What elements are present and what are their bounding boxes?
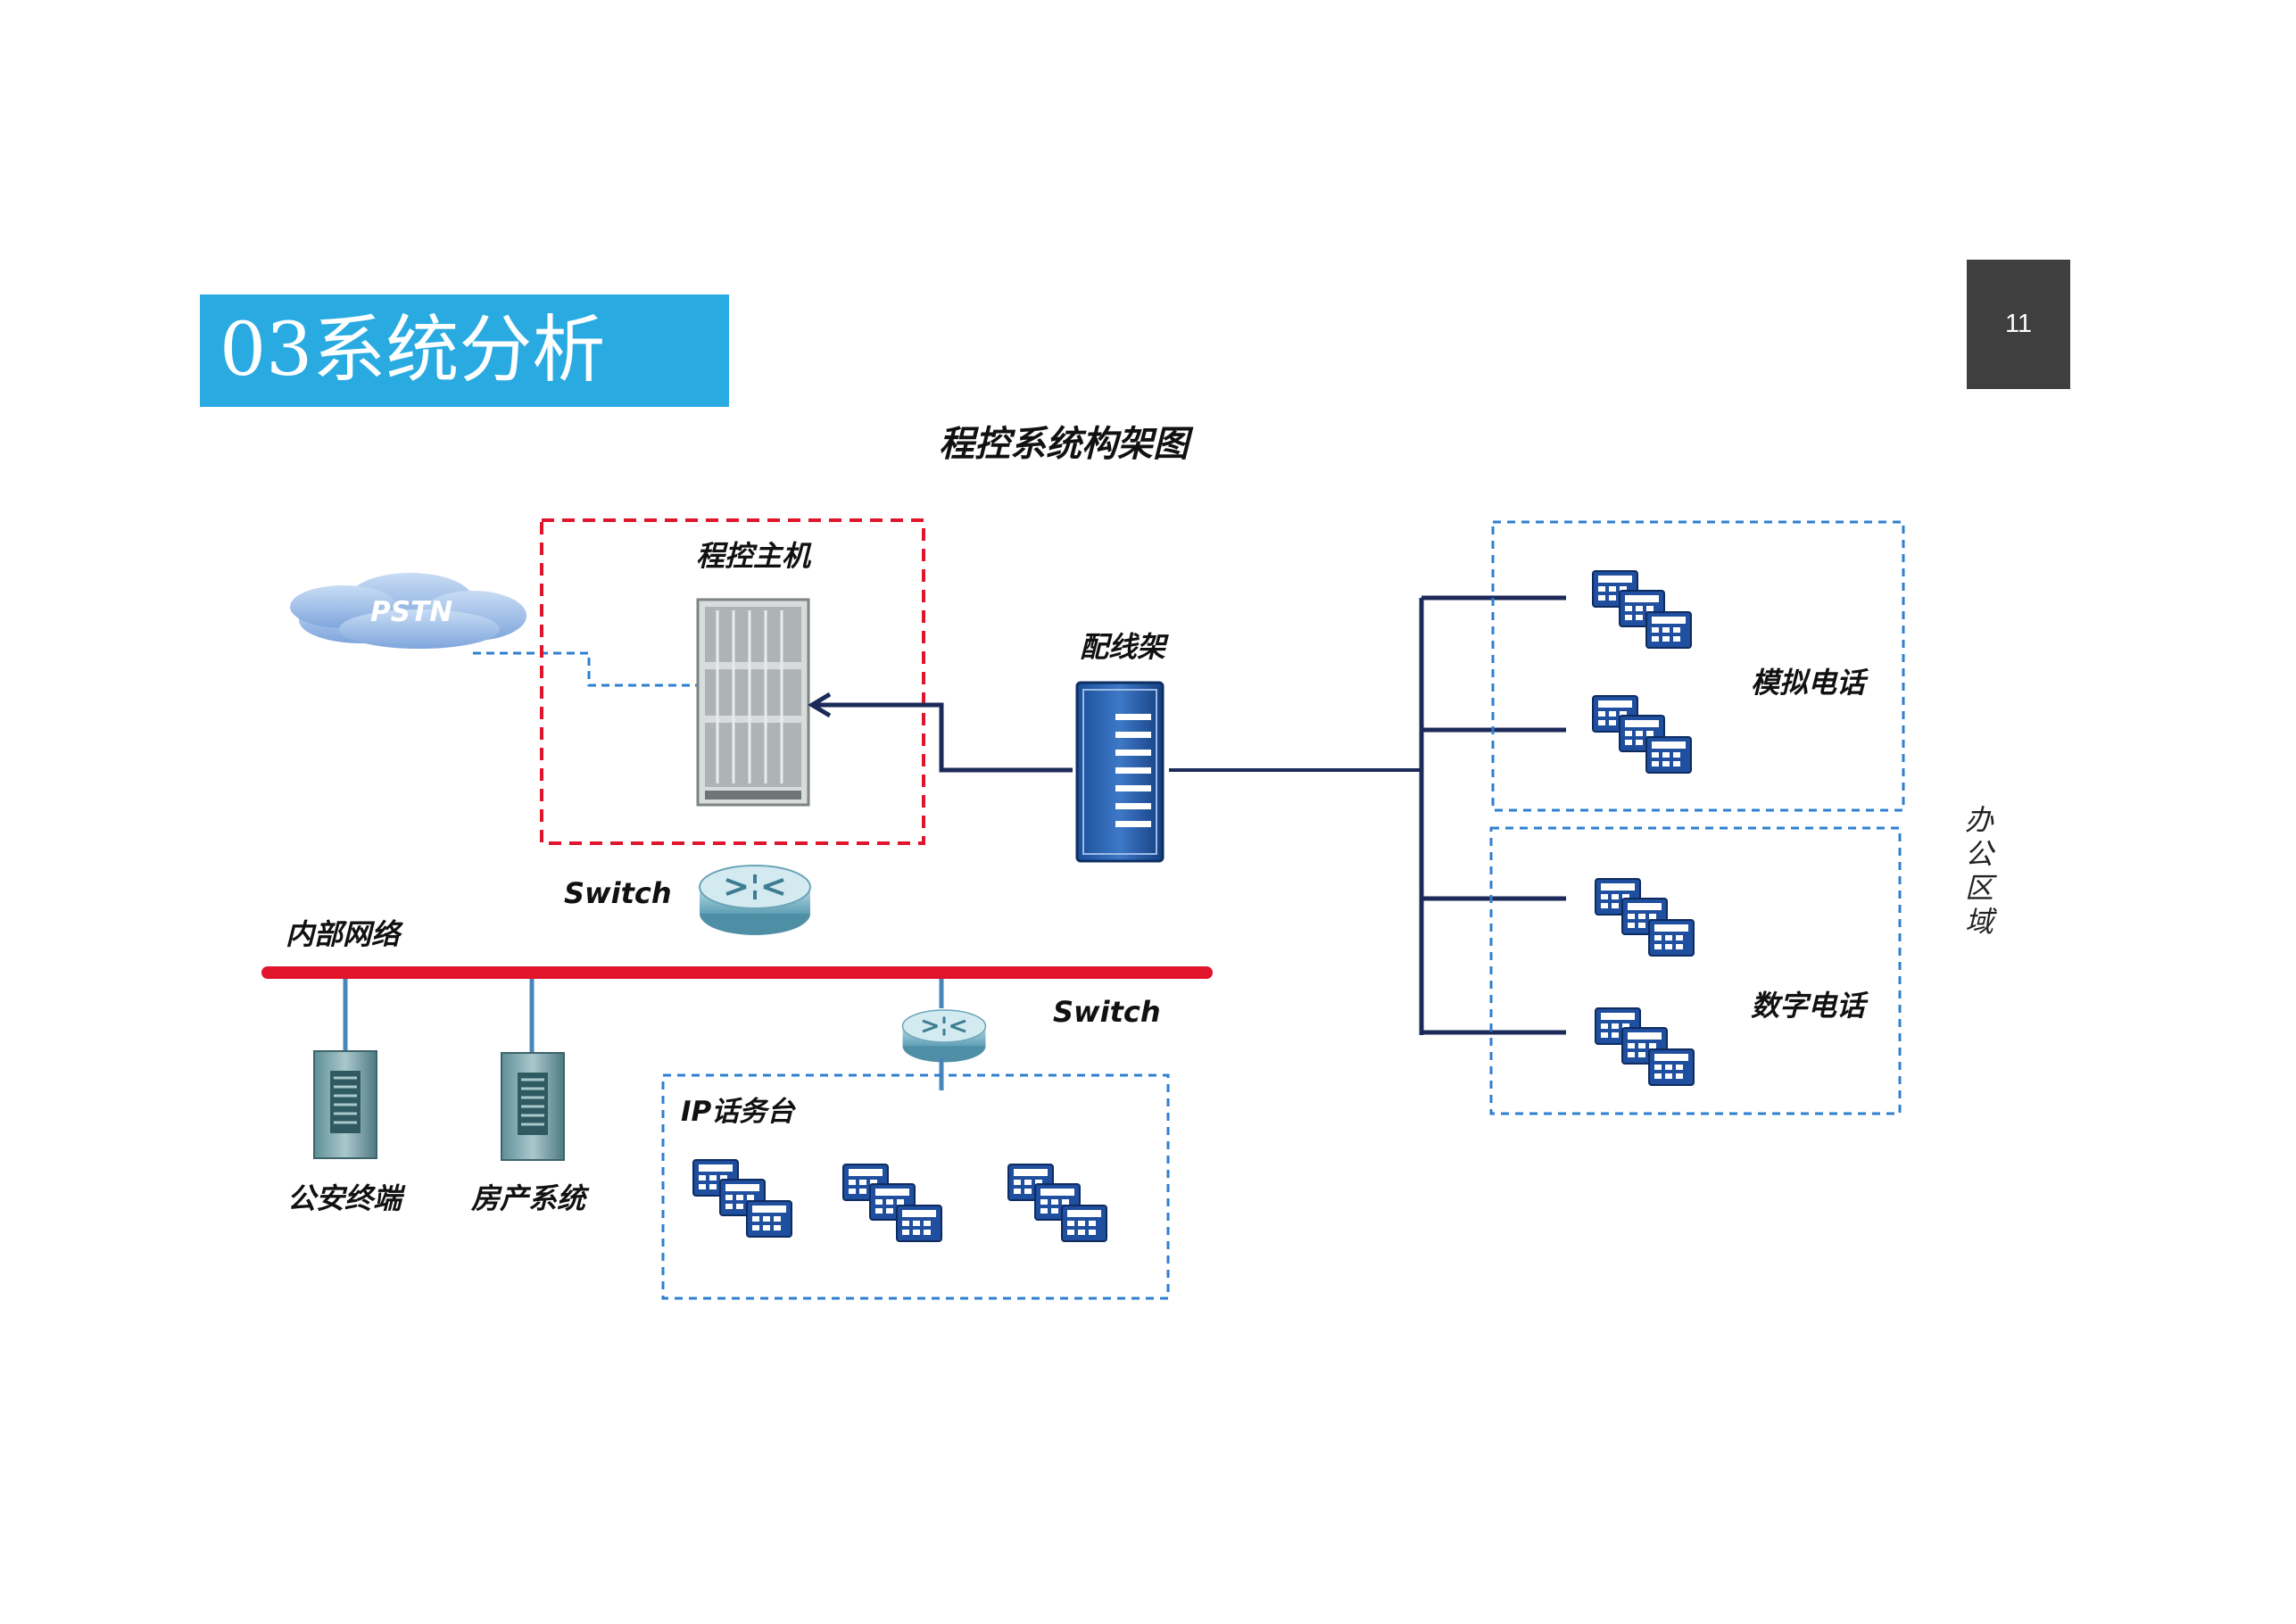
police-terminal-label: 公安终端 — [287, 1181, 402, 1215]
title-banner — [200, 294, 729, 407]
housing-system-label: 房产系统 — [471, 1181, 586, 1215]
pstn-cloud-icon — [290, 573, 526, 649]
pbx-cabinet-icon — [696, 598, 810, 807]
pbx-label: 程控主机 — [696, 539, 811, 573]
ip-console-area — [661, 1073, 1170, 1300]
ip-console-label: IP话务台 — [681, 1096, 795, 1128]
ip-phone-group-3-icon — [1008, 1164, 1107, 1241]
mdf-to-pbx-link — [812, 702, 1073, 773]
ip-phone-group-2-icon — [843, 1164, 941, 1241]
digital-phone-group-1-icon — [1596, 879, 1694, 956]
switch-ip-icon — [901, 1008, 987, 1064]
analog-phone-label: 模拟电话 — [1751, 666, 1866, 700]
pstn-label: PSTN — [370, 596, 453, 628]
diagram-title: 程控系统构架图 — [939, 424, 1189, 465]
switch-top-icon — [698, 864, 812, 937]
pstn-link — [473, 651, 705, 687]
page-number-box — [1967, 260, 2070, 389]
analog-phone-group-1-icon — [1593, 571, 1691, 648]
mdf-cabinet-icon — [1075, 681, 1165, 863]
pbx-box — [540, 518, 925, 845]
internal-network-label: 内部网络 — [286, 917, 401, 951]
housing-system-server-icon — [500, 1051, 566, 1162]
page-title: 03系统分析 — [220, 308, 606, 393]
digital-phone-group-2-icon — [1596, 1008, 1694, 1085]
ip-phone-group-1-icon — [693, 1160, 792, 1237]
office-area-label: 办公区域 — [1964, 803, 1993, 939]
switch-ip-label: Switch — [1053, 995, 1161, 1029]
police-terminal-server-icon — [312, 1049, 378, 1160]
digital-phone-label: 数字电话 — [1751, 989, 1866, 1023]
switch-top-label: Switch — [564, 876, 672, 910]
arrow-head-icon — [808, 692, 832, 718]
page-number: 11 — [2004, 310, 2033, 338]
analog-phone-group-2-icon — [1593, 696, 1691, 773]
mdf-label: 配线架 — [1080, 630, 1166, 664]
digital-phone-area — [1489, 826, 1902, 1115]
analog-phone-area — [1491, 520, 1905, 812]
